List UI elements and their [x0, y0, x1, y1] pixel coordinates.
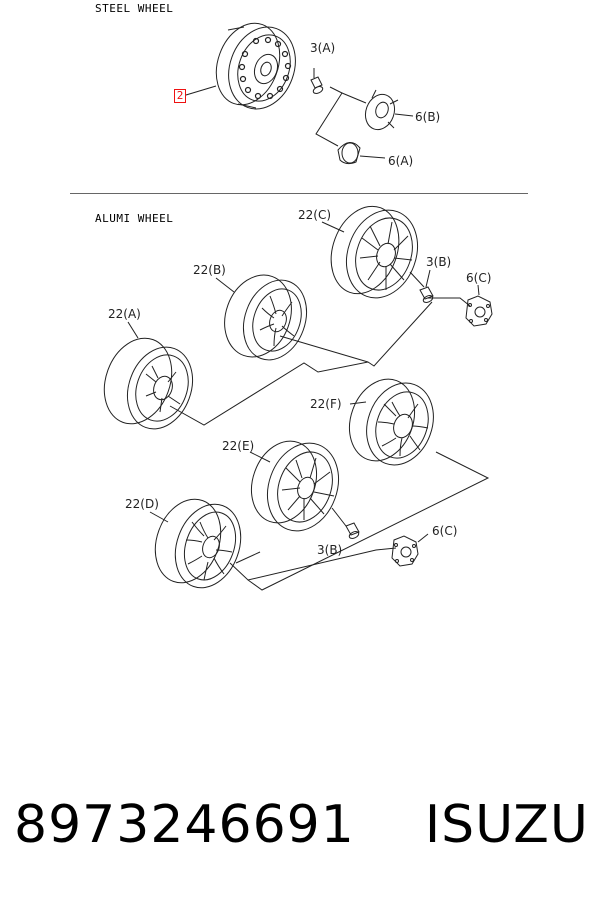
- alu-cap-6c-bottom-icon: [391, 533, 429, 567]
- alu-wheel-22e: [251, 440, 339, 532]
- alu-nut-3b-bottom-icon: [345, 522, 360, 539]
- section-divider: [70, 193, 528, 194]
- label-alu-nut-bottom: 3(B): [317, 543, 342, 557]
- alu-wheel-22f: [349, 378, 434, 466]
- label-steel-nut: 3(A): [310, 41, 335, 55]
- label-alu-22b: 22(B): [193, 263, 226, 277]
- steel-wheel-section-title: STEEL WHEEL: [95, 2, 174, 15]
- label-alu-nut-top: 3(B): [426, 255, 451, 269]
- label-alu-22d: 22(D): [125, 497, 159, 511]
- steel-cap-6a-icon: [337, 142, 386, 165]
- label-alu-cap-bottom: 6(C): [432, 524, 457, 538]
- label-alu-cap-top: 6(C): [466, 271, 491, 285]
- label-steel-cap-a: 6(A): [388, 154, 413, 168]
- steel-wheel: [215, 22, 296, 110]
- steel-part-leader: [185, 85, 217, 96]
- steel-wheel-part-callout[interactable]: 2: [174, 89, 186, 103]
- footer: 8973246691 ISUZU: [14, 790, 589, 860]
- alu-wheel-22b: [224, 274, 307, 361]
- alu-wheel-22a: [103, 337, 193, 430]
- steel-nut-3a-icon: [310, 68, 324, 94]
- alumi-wheel-section-title: ALUMI WHEEL: [95, 212, 174, 225]
- footer-brand: ISUZU: [424, 795, 589, 855]
- label-alu-22c: 22(C): [298, 208, 331, 222]
- alu-nut-3b-top-icon: [419, 269, 434, 303]
- footer-part-number: 8973246691: [14, 795, 355, 855]
- label-steel-cap-b: 6(B): [415, 110, 440, 124]
- alu-wheel-22c: [330, 205, 418, 299]
- alu-wheel-22d: [154, 498, 242, 589]
- label-alu-22e: 22(E): [222, 439, 254, 453]
- label-alu-22a: 22(A): [108, 307, 141, 321]
- alu-cap-6c-top-icon: [465, 284, 493, 327]
- steel-cap-6b-icon: [364, 89, 399, 131]
- label-alu-22f: 22(F): [310, 397, 342, 411]
